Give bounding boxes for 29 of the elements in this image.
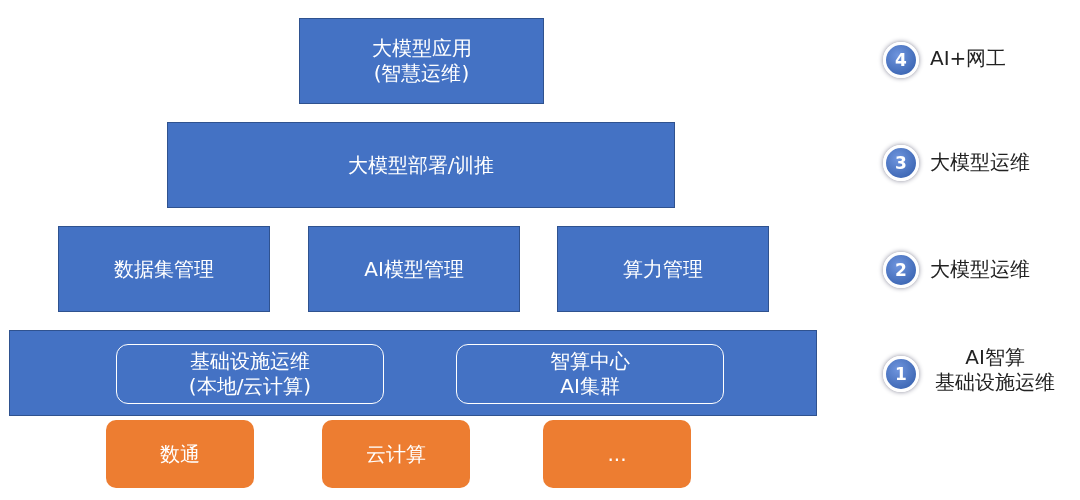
layer-caption: AI+网工 xyxy=(930,46,1008,71)
node-label: 算力管理 xyxy=(623,256,703,282)
node-label: 云计算 xyxy=(366,441,426,467)
number-badge: 1 xyxy=(883,356,919,392)
layer-caption: AI智算 基础设施运维 xyxy=(934,345,1056,395)
node-label: 基础设施运维(本地/云计算) xyxy=(187,349,313,399)
layer-caption: 大模型运维 xyxy=(930,150,1031,175)
number-badge: 3 xyxy=(883,145,919,181)
node-label: AI模型管理 xyxy=(364,256,464,282)
foundation-box xyxy=(106,420,254,488)
node-label: 智算中心AI集群 xyxy=(549,349,631,399)
model-application-box xyxy=(299,18,544,104)
layer-box xyxy=(557,226,769,312)
sub-box xyxy=(456,344,724,404)
infrastructure-bar xyxy=(9,330,817,416)
layer-box xyxy=(58,226,270,312)
layer-caption: 大模型运维 xyxy=(930,257,1031,282)
layer-box xyxy=(308,226,520,312)
node-label: 数据集管理 xyxy=(114,256,214,282)
number-badge: 4 xyxy=(883,42,919,78)
foundation-box xyxy=(322,420,470,488)
node-label: ... xyxy=(607,441,627,467)
foundation-box xyxy=(543,420,691,488)
node-label: 大模型部署/训推 xyxy=(347,152,495,178)
sub-box xyxy=(116,344,384,404)
number-badge: 2 xyxy=(883,252,919,288)
node-label: 数通 xyxy=(160,441,200,467)
deployment-box xyxy=(167,122,675,208)
node-label: 大模型应用(智慧运维) xyxy=(370,36,473,86)
